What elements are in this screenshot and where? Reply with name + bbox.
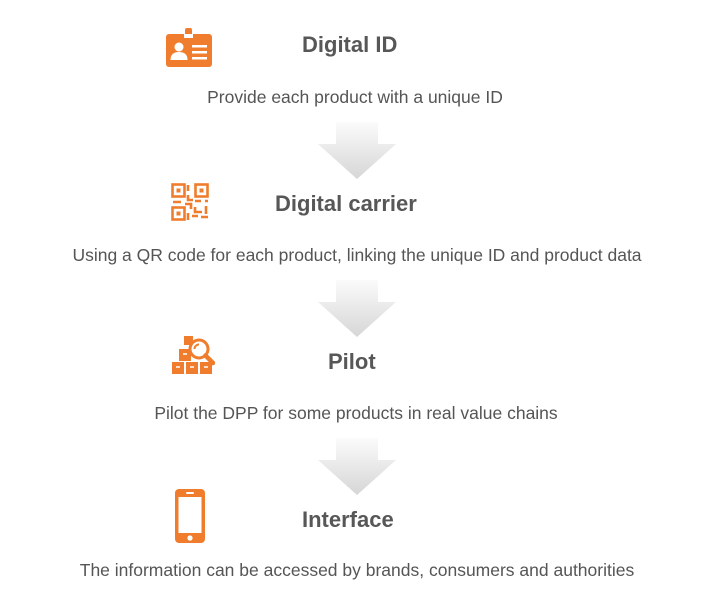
step-title-pilot: Pilot: [328, 349, 376, 374]
step-description-digital-id: Provide each product with a unique ID: [207, 87, 503, 107]
step-description-pilot: Pilot the DPP for some products in real …: [154, 403, 558, 423]
qr-code-icon: [171, 183, 209, 221]
step-title-interface: Interface: [302, 507, 394, 532]
id-card-icon: [166, 28, 212, 67]
step-title-digital-id: Digital ID: [302, 32, 398, 57]
step-title-digital-carrier: Digital carrier: [275, 191, 417, 216]
step-description-interface: The information can be accessed by brand…: [79, 560, 635, 580]
down-arrow-icon: [318, 122, 396, 179]
down-arrow-icon: [318, 280, 396, 337]
smartphone-icon: [175, 489, 205, 543]
step-description-digital-carrier: Using a QR code for each product, linkin…: [72, 245, 642, 265]
boxes-magnifier-icon: [172, 336, 215, 374]
down-arrow-icon: [318, 438, 396, 495]
